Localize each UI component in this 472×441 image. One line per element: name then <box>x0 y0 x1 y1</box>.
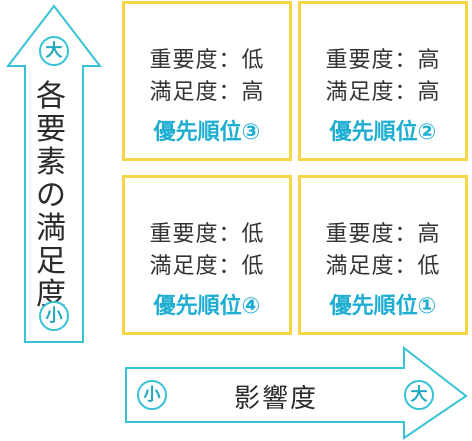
priority-label: 優先順位③ <box>153 120 261 145</box>
vertical-axis-label-char: 素 <box>36 145 66 180</box>
vertical-axis-label-char: の <box>36 178 66 213</box>
importance-text: 重要度：低 <box>149 222 265 247</box>
horizontal-axis-low-badge: 小 <box>137 380 167 410</box>
quadrant-top-right: 重要度：高 満足度：高 優先順位② <box>298 1 468 161</box>
satisfaction-text: 満足度：低 <box>325 254 441 279</box>
vertical-axis-high-badge: 大 <box>39 36 69 66</box>
satisfaction-text: 満足度：高 <box>325 80 441 105</box>
horizontal-axis-label: 影響度 <box>234 384 319 414</box>
satisfaction-text: 満足度：低 <box>149 254 265 279</box>
vertical-axis-low-badge: 小 <box>39 301 69 331</box>
vertical-axis-label-char: 満 <box>36 211 66 246</box>
vertical-axis-label-char: 各 <box>36 79 66 114</box>
priority-label: 優先順位④ <box>153 294 261 319</box>
horizontal-axis-arrow <box>125 345 468 440</box>
vertical-axis-label-char: 要 <box>36 112 66 147</box>
importance-text: 重要度：高 <box>325 222 441 247</box>
quadrant-top-left: 重要度：低 満足度：高 優先順位③ <box>122 1 292 161</box>
satisfaction-text: 満足度：高 <box>149 80 265 105</box>
importance-text: 重要度：低 <box>149 48 265 73</box>
priority-label: 優先順位① <box>329 294 437 319</box>
vertical-axis-label-char: 足 <box>36 244 66 279</box>
priority-label: 優先順位② <box>329 120 437 145</box>
importance-text: 重要度：高 <box>325 48 441 73</box>
vertical-axis-arrow <box>5 4 103 343</box>
quadrant-bottom-right: 重要度：高 満足度：低 優先順位① <box>298 175 468 335</box>
horizontal-axis-high-badge: 大 <box>404 380 434 410</box>
vertical-axis-label: 各 要 素 の 満 足 度 <box>22 80 80 311</box>
quadrant-bottom-left: 重要度：低 満足度：低 優先順位④ <box>122 175 292 335</box>
